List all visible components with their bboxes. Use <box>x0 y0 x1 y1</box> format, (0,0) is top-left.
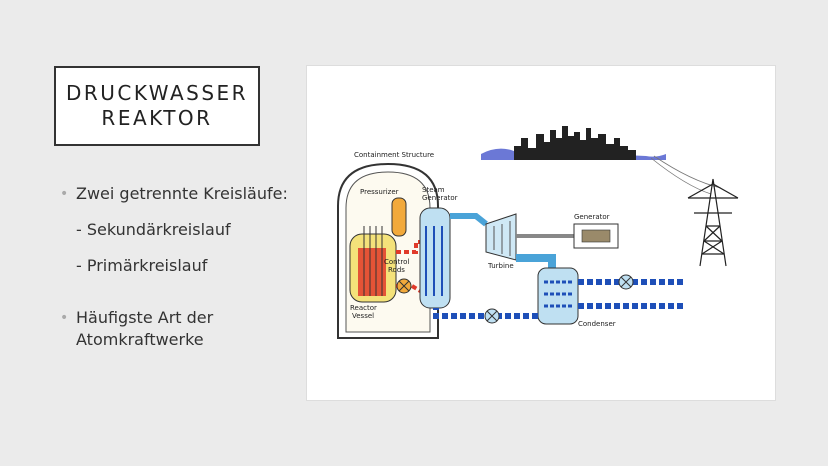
label-control-rods-1: Control <box>384 258 409 266</box>
label-pressurizer: Pressurizer <box>360 188 399 196</box>
label-turbine: Turbine <box>487 262 514 270</box>
pressurizer-tank <box>391 197 407 237</box>
power-lines <box>650 155 722 195</box>
label-generator: Generator <box>574 213 610 221</box>
bullet-text: Häufigste Art der Atomkraftwerke <box>76 308 214 349</box>
steam-line <box>450 213 488 227</box>
bullet-list: • Zwei getrennte Kreisläufe: - Sekundärk… <box>60 183 300 351</box>
exhaust-line <box>516 254 556 268</box>
primary-pump-icon <box>396 278 412 294</box>
label-condenser: Condenser <box>578 320 616 328</box>
bullet-text: Zwei getrennte Kreisläufe: <box>76 184 288 203</box>
label-control-rods-2: Rods <box>388 266 405 274</box>
title-line-2: REAKTOR <box>101 106 213 130</box>
condenser <box>537 267 579 325</box>
steam-generator <box>419 207 451 309</box>
reactor-diagram: Containment Structure Pressurizer Steam … <box>316 76 762 390</box>
turbine-icon <box>485 213 517 261</box>
label-reactor-vessel-1: Reactor <box>350 304 377 312</box>
feedwater-line <box>433 308 538 319</box>
reactor-vessel <box>349 226 397 303</box>
label-steam-generator-2: Generator <box>422 194 458 202</box>
bullet-dot-icon: • <box>60 310 69 326</box>
label-reactor-vessel-2: Vessel <box>352 312 374 320</box>
slide-title: DRUCKWASSER REAKTOR <box>54 66 260 146</box>
title-line-1: DRUCKWASSER <box>65 81 249 105</box>
transmission-tower-icon <box>687 178 739 267</box>
label-steam-generator-1: Steam <box>422 186 445 194</box>
cooling-pump-icon <box>618 274 634 290</box>
sub-bullet-item: - Sekundärkreislauf <box>76 220 231 239</box>
bullet-dot-icon: • <box>60 186 69 202</box>
sub-bullet-item: - Primärkreislauf <box>76 256 208 275</box>
generator-unit <box>573 223 619 249</box>
city-skyline-icon <box>481 126 666 160</box>
reactor-diagram-svg: Containment Structure Pressurizer Steam … <box>337 126 739 339</box>
feedwater-pump-icon <box>484 308 500 324</box>
bullet-item: • Zwei getrennte Kreisläufe: <box>60 183 300 205</box>
bullet-item: • Häufigste Art der Atomkraftwerke <box>60 307 300 351</box>
label-containment: Containment Structure <box>354 151 434 159</box>
